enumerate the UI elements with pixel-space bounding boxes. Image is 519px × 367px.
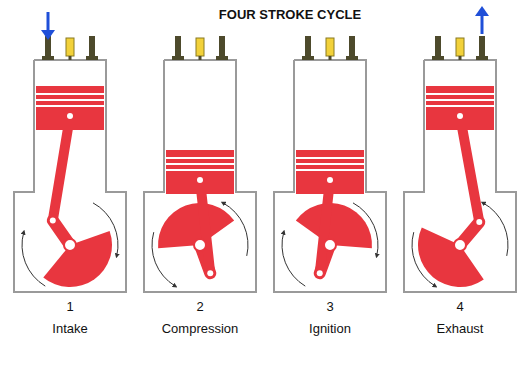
step-number: 1 (66, 300, 73, 314)
valve-head (476, 56, 488, 60)
valve-head (86, 56, 98, 60)
piston-ring (296, 169, 364, 171)
wrist-pin (67, 113, 73, 119)
rotation-arrow (152, 232, 175, 286)
cylinder-housing (14, 60, 126, 292)
cylinder-housing (274, 60, 386, 292)
crankshaft (194, 239, 206, 251)
crank-pin (207, 270, 213, 276)
wrist-pin (197, 177, 203, 183)
stroke-name: Ignition (309, 322, 351, 336)
valve-head (346, 56, 358, 60)
piston-ring (426, 105, 494, 107)
piston (426, 86, 494, 130)
engine-panel (14, 36, 126, 292)
rotation-arrow (412, 232, 435, 286)
spark-plug-tip (199, 56, 202, 60)
piston-ring (36, 93, 104, 95)
stroke-name: Exhaust (437, 322, 484, 336)
piston-ring (296, 157, 364, 159)
crankshaft (64, 239, 76, 251)
spark-plug (66, 38, 74, 56)
valve-head (216, 56, 228, 60)
piston (36, 86, 104, 130)
valve-head (42, 56, 54, 60)
piston (166, 150, 234, 194)
crankshaft (454, 239, 466, 251)
piston-ring (36, 105, 104, 107)
exhaust-arrowhead (475, 6, 489, 16)
spark-plug-tip (329, 56, 332, 60)
wrist-pin (327, 177, 333, 183)
crank-pin (317, 270, 323, 276)
engine-panel (274, 36, 386, 292)
step-number: 3 (326, 300, 333, 314)
step-number: 4 (456, 300, 463, 314)
wrist-pin (457, 113, 463, 119)
intake-arrowhead (41, 30, 55, 40)
rotation-arrow (282, 232, 305, 286)
valve (219, 36, 225, 56)
crankshaft (324, 239, 336, 251)
valve (435, 36, 441, 56)
spark-plug (456, 38, 464, 56)
valve (305, 36, 311, 56)
piston-ring (296, 163, 364, 165)
spark-plug (326, 38, 334, 56)
rotation-arrow (223, 203, 248, 256)
rotation-arrow (353, 203, 378, 256)
stroke-name: Intake (52, 322, 87, 336)
crank-pin (50, 217, 56, 223)
piston-ring (36, 99, 104, 101)
step-number: 2 (196, 300, 203, 314)
valve (89, 36, 95, 56)
engine-panel (404, 36, 516, 292)
counterweight (43, 231, 112, 287)
piston-ring (426, 93, 494, 95)
piston-ring (166, 157, 234, 159)
spark-plug-tip (69, 56, 72, 60)
valve (175, 36, 181, 56)
crank-pin (476, 219, 482, 225)
piston-ring (166, 169, 234, 171)
spark-plug (196, 38, 204, 56)
valve (479, 36, 485, 56)
connecting-rod (53, 116, 70, 220)
cylinder-housing (144, 60, 256, 292)
stroke-name: Compression (162, 322, 239, 336)
cylinder-housing (404, 60, 516, 292)
piston-ring (166, 163, 234, 165)
valve (349, 36, 355, 56)
piston-ring (426, 99, 494, 101)
engine-panel (144, 36, 256, 292)
exhaust-arrow (481, 14, 484, 34)
rotation-arrow (93, 203, 118, 256)
rotation-arrow (483, 203, 508, 256)
valve-head (302, 56, 314, 60)
connecting-rod (460, 116, 479, 222)
piston (296, 150, 364, 194)
valve-head (432, 56, 444, 60)
rotation-arrow (22, 232, 45, 286)
diagram-title: FOUR STROKE CYCLE (219, 8, 361, 22)
spark-plug-tip (459, 56, 462, 60)
valve-head (172, 56, 184, 60)
